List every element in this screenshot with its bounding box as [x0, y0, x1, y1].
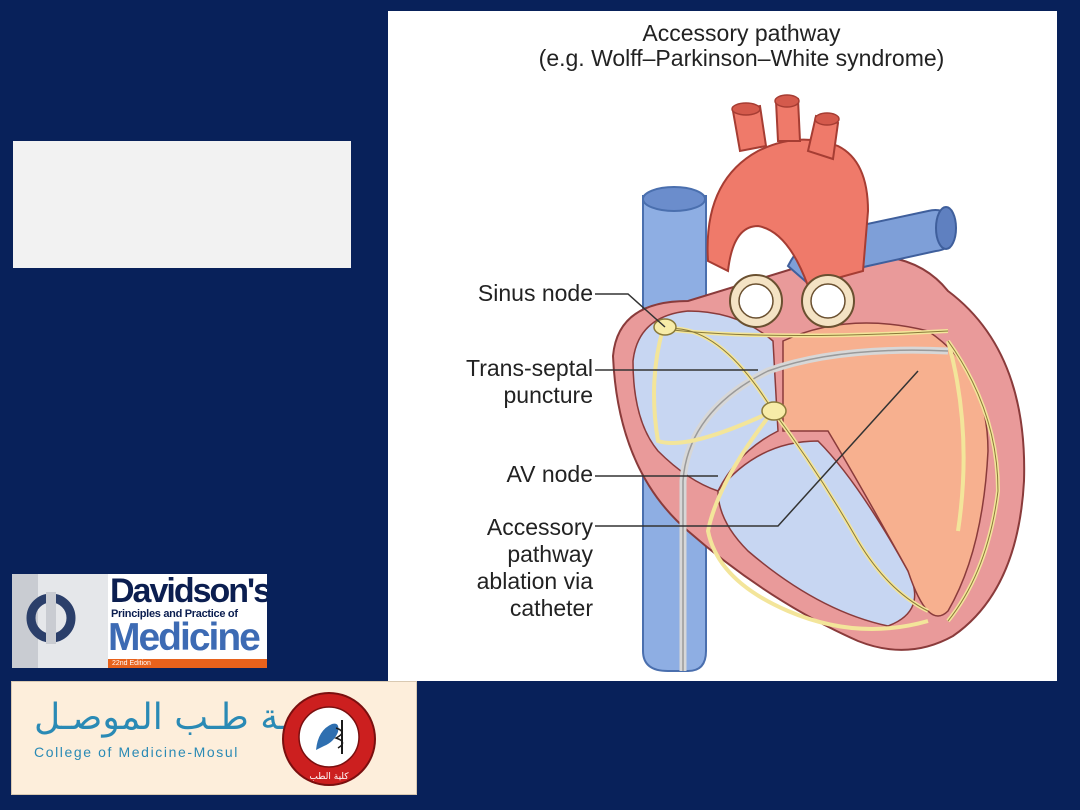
college-logo: كليـة طـب الموصـل College of Medicine-Mo… [12, 682, 416, 794]
label-trans-septal-line1: Trans-septal [466, 355, 593, 381]
label-trans-septal-line2: puncture [503, 382, 593, 408]
davidsons-logo: Davidson's Principles and Practice of Me… [12, 574, 267, 668]
book-main-word: Medicine [108, 616, 261, 659]
book-edition: 22nd Edition [112, 660, 151, 667]
label-accessory-line1: Accessory [486, 514, 593, 540]
book-subtitle: Principles and Practice of [111, 608, 238, 620]
book-title: Davidson's [110, 574, 267, 610]
blank-placeholder-box [13, 141, 351, 268]
college-name-arabic: كليـة طـب الموصـل [34, 697, 330, 738]
diagram-title-line2: (e.g. Wolff–Parkinson–White syndrome) [538, 45, 945, 71]
college-seal-icon: كلية الطب [282, 692, 376, 786]
label-accessory-line3: ablation via [476, 568, 593, 594]
label-sinus-node: Sinus node [477, 280, 593, 306]
label-accessory-pathway: Accessory pathway ablation via catheter [477, 514, 593, 622]
label-accessory-line4: catheter [509, 595, 593, 621]
heart-illustration [595, 94, 1026, 672]
label-accessory-line2: pathway [507, 541, 593, 567]
label-av-node: AV node [506, 461, 593, 487]
book-edition-bar [108, 659, 267, 668]
diagram-title-line1: Accessory pathway [642, 20, 841, 46]
label-trans-septal: Trans-septal puncture [466, 355, 593, 409]
davidsons-circle-icon [26, 592, 76, 644]
college-name-english: College of Medicine-Mosul [34, 744, 239, 760]
heart-diagram-panel: Accessory pathway (e.g. Wolff–Parkinson–… [388, 11, 1057, 681]
seal-text: كلية الطب [309, 772, 349, 782]
